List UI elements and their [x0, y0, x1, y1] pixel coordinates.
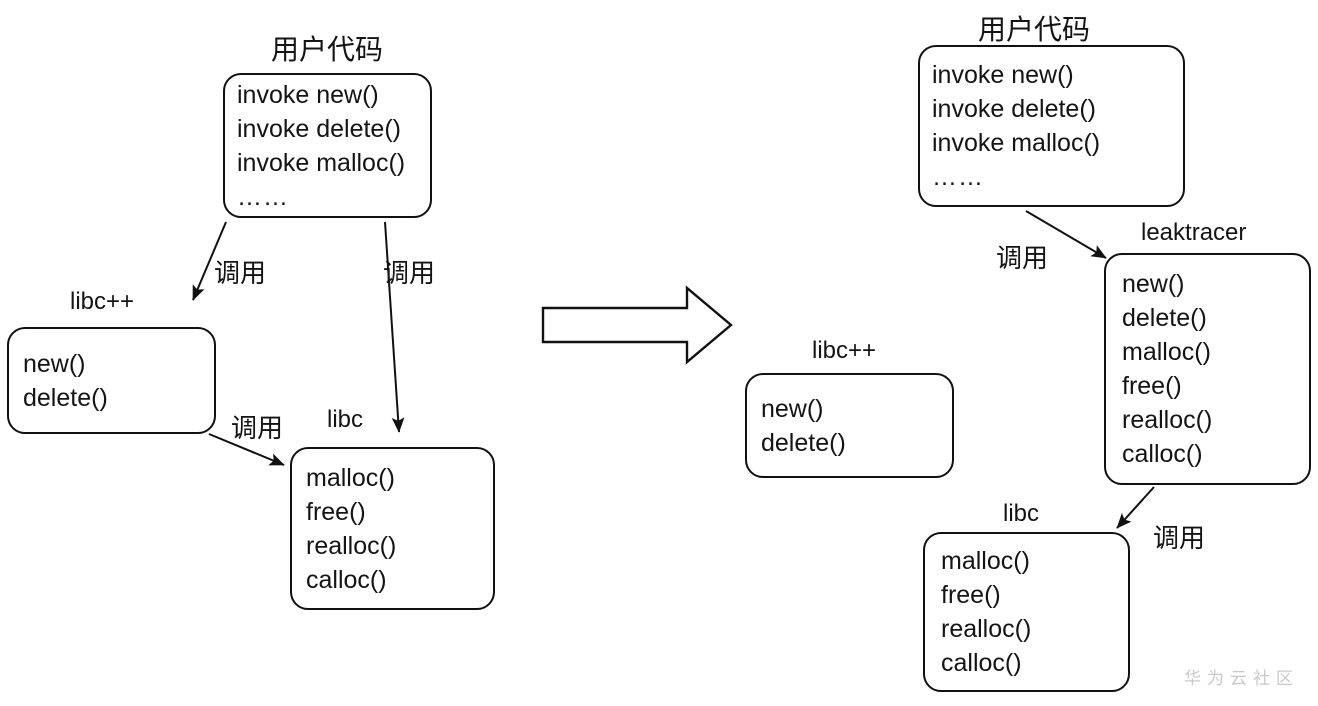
left-libc-line-2: free() [306, 497, 366, 526]
left-user-code-line-4: …… [237, 182, 289, 211]
right-user-code-caption: 用户代码 [978, 15, 1091, 46]
left-libcpp-box: new() delete() [7, 327, 216, 434]
left-user-code-line-3: invoke malloc() [237, 148, 406, 177]
right-edge-label-leaktracer-to-libc: 调用 [1153, 524, 1206, 553]
left-edge-label-usercode-to-libcpp: 调用 [214, 259, 267, 288]
left-edge-label-libcpp-to-libc: 调用 [231, 414, 284, 443]
left-libc-box: malloc() free() realloc() calloc() [290, 447, 495, 610]
left-user-code-caption: 用户代码 [271, 35, 384, 66]
right-edge-label-usercode-to-leaktracer: 调用 [996, 244, 1049, 273]
right-leaktracer-line-6: calloc() [1122, 440, 1203, 468]
right-libcpp-caption: libc++ [812, 337, 877, 364]
right-libcpp-box: new() delete() [745, 373, 954, 478]
right-libc-line-1: malloc() [941, 547, 1030, 575]
right-libc-line-3: realloc() [941, 615, 1032, 643]
right-libc-box: malloc() free() realloc() calloc() [923, 532, 1130, 692]
left-user-code-line-1: invoke new() [237, 80, 379, 109]
left-libcpp-caption: libc++ [70, 288, 135, 315]
right-libc-caption: libc [1003, 500, 1040, 527]
left-libcpp-line-1: new() [23, 349, 86, 378]
right-leaktracer-box: new() delete() malloc() free() realloc()… [1104, 253, 1311, 485]
left-user-code-line-2: invoke delete() [237, 114, 401, 143]
right-user-code-line-1: invoke new() [932, 61, 1074, 89]
right-libc-line-4: calloc() [941, 649, 1022, 677]
right-user-code-line-3: invoke malloc() [932, 129, 1101, 157]
right-libcpp-line-1: new() [761, 394, 824, 423]
right-leaktracer-caption: leaktracer [1141, 219, 1247, 246]
right-leaktracer-line-3: malloc() [1122, 338, 1211, 366]
right-leaktracer-line-2: delete() [1122, 304, 1207, 332]
right-leaktracer-line-1: new() [1122, 270, 1185, 298]
left-libc-line-1: malloc() [306, 463, 395, 492]
right-arrow-leaktracer-to-libc [1116, 486, 1155, 529]
left-libc-line-3: realloc() [306, 531, 397, 560]
right-leaktracer-line-5: realloc() [1122, 406, 1213, 434]
right-user-code-box: invoke new() invoke delete() invoke mall… [918, 45, 1185, 207]
left-libc-caption: libc [327, 406, 364, 433]
right-libc-line-2: free() [941, 581, 1001, 609]
right-user-code-line-4: …… [932, 163, 984, 191]
left-user-code-box: invoke new() invoke delete() invoke mall… [223, 73, 432, 218]
left-libc-line-4: calloc() [306, 565, 387, 594]
right-leaktracer-line-4: free() [1122, 372, 1182, 400]
right-user-code-line-2: invoke delete() [932, 95, 1096, 123]
watermark: 华为云社区 [1184, 669, 1299, 688]
left-libcpp-line-2: delete() [23, 383, 108, 412]
right-libcpp-line-2: delete() [761, 428, 846, 457]
transition-arrow [541, 285, 733, 365]
left-edge-label-usercode-to-libc: 调用 [383, 259, 436, 288]
